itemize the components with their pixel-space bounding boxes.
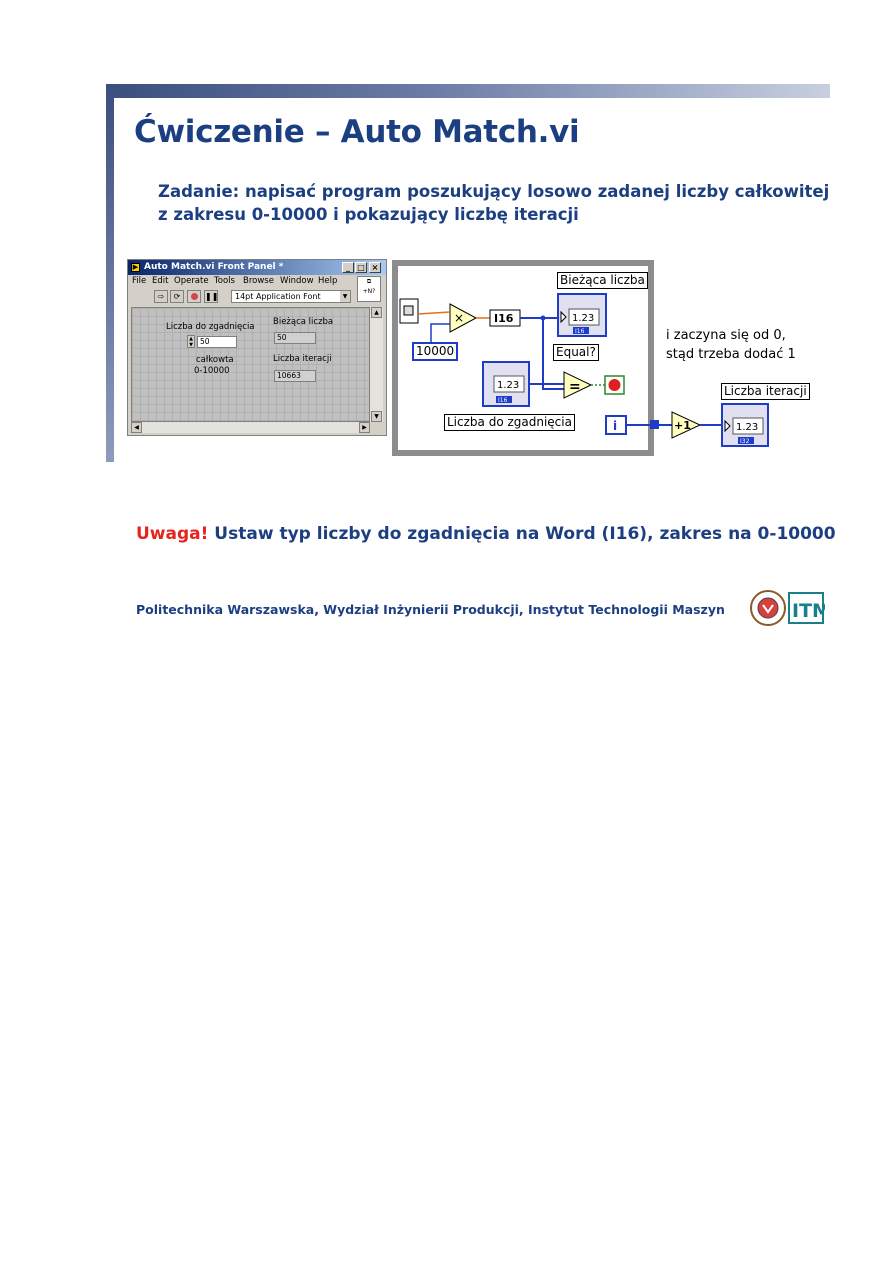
i16-conversion-label: I16 <box>494 312 514 325</box>
stepper-icon[interactable]: ▲▼ <box>187 335 195 348</box>
front-panel-canvas: Liczba do zgadnięcia ▲▼ 50 całkowta 0-10… <box>131 307 370 422</box>
font-selector-value: 14pt Application Font <box>235 292 321 301</box>
iteration-note-line-1: i zaczyna się od 0, <box>666 328 786 343</box>
menu-operate[interactable]: Operate <box>174 276 209 286</box>
iterations-indicator: 10663 <box>274 370 316 382</box>
menu-edit[interactable]: Edit <box>152 276 169 286</box>
iterations-i32-tag <box>738 437 754 444</box>
abort-icon[interactable] <box>187 290 201 303</box>
guess-note-1: całkowta <box>196 355 234 365</box>
labview-run-icon: ▶ <box>131 263 140 272</box>
seal-center-icon <box>757 597 779 619</box>
scroll-right-icon[interactable]: ▶ <box>359 422 370 433</box>
guess-i16-tag <box>496 396 512 403</box>
current-indicator-value: 1.23 <box>572 313 594 324</box>
increment-node <box>671 411 702 439</box>
task-line-1: Zadanie: napisać program poszukujący los… <box>158 182 830 201</box>
run-continuously-icon[interactable]: ⟳ <box>170 290 184 303</box>
menu-bar: File Edit Operate Tools Browse Window He… <box>128 275 386 288</box>
current-indicator-label: Bieżąca liczba <box>557 272 648 289</box>
warning-text: Ustaw typ liczby do zgadnięcia na Word (… <box>214 524 836 544</box>
equal-label: Equal? <box>553 344 599 361</box>
guess-label: Liczba do zgadnięcia <box>166 322 255 332</box>
seal-eagle-icon <box>762 604 774 614</box>
front-panel-titlebar: ▶ Auto Match.vi Front Panel * _ □ × <box>128 260 386 275</box>
current-i16-tag-text: I16 <box>575 328 585 335</box>
multiply-node <box>449 303 478 333</box>
menu-tools[interactable]: Tools <box>214 276 235 286</box>
diagram-wires: × I16 1.23 I16 1.23 I16 <box>399 293 769 447</box>
current-i16-tag <box>573 327 589 334</box>
block-diagram: × I16 1.23 I16 1.23 I16 <box>388 256 830 462</box>
footer-institution: Politechnika Warszawska, Wydział Inżynie… <box>136 602 725 617</box>
iteration-note: i zaczyna się od 0, stąd trzeba dodać 1 <box>666 326 796 364</box>
guess-input[interactable]: 50 <box>197 336 237 348</box>
indicator-arrow-icon <box>560 310 567 324</box>
iterations-indicator-display <box>732 417 764 435</box>
loop-tunnel <box>650 420 659 429</box>
to-equal-wire-a <box>542 318 564 390</box>
equal-node <box>563 371 593 399</box>
increment-symbol: +1 <box>674 419 691 432</box>
itm-logo-text: ITM <box>792 600 825 622</box>
iterations-label: Liczba iteracji <box>273 354 332 364</box>
horizontal-scrollbar[interactable]: ◀ ▶ <box>131 421 370 433</box>
itm-logo-icon <box>788 592 824 624</box>
current-indicator: 50 <box>274 332 316 344</box>
footer-logos: ITM <box>750 590 825 626</box>
slide-side-bar <box>106 84 114 462</box>
iterations-indicator-label: Liczba iteracji <box>721 383 810 400</box>
iteration-note-line-2: stąd trzeba dodać 1 <box>666 347 796 362</box>
scroll-left-icon[interactable]: ◀ <box>131 422 142 433</box>
vertical-scrollbar[interactable]: ▲ ▼ <box>369 307 383 422</box>
run-arrow-icon[interactable]: ⇨ <box>154 290 168 303</box>
minimize-button[interactable]: _ <box>342 262 354 273</box>
guess-control-value: 1.23 <box>497 380 519 391</box>
font-selector[interactable]: 14pt Application Font ▼ <box>231 290 351 303</box>
guess-note-2: 0-10000 <box>194 366 230 376</box>
toolbar: ⇨ ⟳ ❚❚ 14pt Application Font ▼ ⧉+N? <box>128 276 386 305</box>
pause-icon[interactable]: ❚❚ <box>204 290 219 303</box>
menu-window[interactable]: Window <box>280 276 314 286</box>
front-panel-window: ▶ Auto Match.vi Front Panel * _ □ × File… <box>127 259 387 436</box>
vi-icon: ⧉+N? <box>357 276 381 302</box>
stop-icon <box>608 379 621 391</box>
menu-help[interactable]: Help <box>318 276 338 286</box>
slide: Ćwiczenie – Auto Match.vi Zadanie: napis… <box>106 84 830 632</box>
guess-i16-tag-text: I16 <box>498 397 508 404</box>
multiply-symbol: × <box>454 311 464 325</box>
iterations-i32-tag-text: I32 <box>740 438 750 445</box>
warning-prefix: Uwaga! <box>136 524 209 544</box>
dice-icon <box>403 305 414 316</box>
current-label: Bieżąca liczba <box>273 317 334 327</box>
maximize-button[interactable]: □ <box>355 262 367 273</box>
constant-10000: 10000 <box>412 342 459 361</box>
iterations-indicator-value: 1.23 <box>736 422 758 433</box>
menu-file[interactable]: File <box>132 276 147 286</box>
menu-browse[interactable]: Browse <box>243 276 274 286</box>
task-description: Zadanie: napisać program poszukujący los… <box>158 180 829 226</box>
chevron-down-icon: ▼ <box>340 291 350 302</box>
slide-header-bar <box>106 84 830 98</box>
scroll-down-icon[interactable]: ▼ <box>371 411 382 422</box>
scroll-up-icon[interactable]: ▲ <box>371 307 382 318</box>
iteration-terminal-label: i <box>613 419 617 433</box>
slide-title: Ćwiczenie – Auto Match.vi <box>134 114 580 150</box>
warning-note: Uwaga! Ustaw typ liczby do zgadnięcia na… <box>136 524 836 544</box>
iterations-arrow-icon <box>724 419 731 433</box>
close-button[interactable]: × <box>369 262 381 273</box>
random-wire <box>417 311 451 315</box>
equal-symbol: = <box>569 379 581 395</box>
current-indicator-display <box>568 308 600 326</box>
while-loop <box>392 260 654 456</box>
guess-control-label: Liczba do zgadnięcia <box>444 414 575 431</box>
front-panel-title: Auto Match.vi Front Panel * <box>144 262 284 272</box>
guess-control-display <box>493 375 525 393</box>
task-line-2: z zakresu 0-10000 i pokazujący liczbę it… <box>158 205 579 224</box>
